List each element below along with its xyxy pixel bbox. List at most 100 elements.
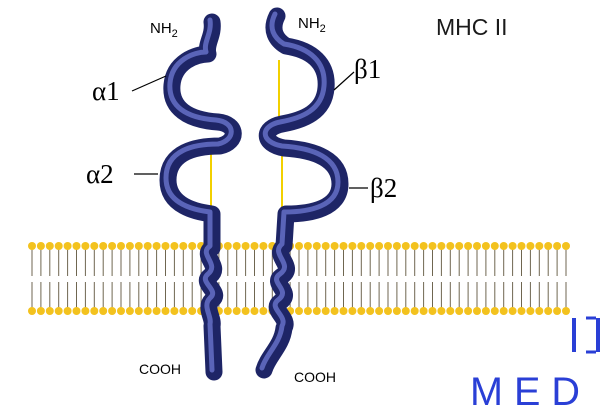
lipid-head (509, 242, 517, 250)
lipid-head (393, 307, 401, 315)
lipid-head (73, 242, 81, 250)
lipid-head (188, 307, 196, 315)
lipid-head (420, 242, 428, 250)
lipid-head (473, 242, 481, 250)
lipid-head (144, 307, 152, 315)
lipid-head (90, 242, 98, 250)
lipid-head (162, 242, 170, 250)
lipid-head (384, 307, 392, 315)
alpha-c-terminus-label: COOH (139, 361, 181, 377)
lipid-head (135, 307, 143, 315)
lipid-head (491, 307, 499, 315)
corner-logo: M E D (470, 318, 600, 411)
lipid-head (455, 307, 463, 315)
lipid-head (348, 242, 356, 250)
lipid-head (135, 242, 143, 250)
lipid-head (429, 242, 437, 250)
lipid-head (366, 242, 374, 250)
lipid-head (340, 307, 348, 315)
lipid-head (37, 242, 45, 250)
alpha1-label: α1 (92, 76, 120, 106)
lipid-head (295, 307, 303, 315)
alpha1-leader-line (132, 76, 166, 91)
lipid-head (322, 307, 330, 315)
lipid-head (411, 242, 419, 250)
lipid-head (446, 242, 454, 250)
lipid-head (322, 242, 330, 250)
lipid-head (73, 307, 81, 315)
lipid-head (251, 307, 259, 315)
lipid-head (535, 307, 543, 315)
diagram-title: MHC II (436, 14, 508, 40)
lipid-head (28, 307, 36, 315)
lipid-head (233, 242, 241, 250)
lipid-head (366, 307, 374, 315)
lipid-head (55, 242, 63, 250)
lipid-head (553, 242, 561, 250)
lipid-head (348, 307, 356, 315)
lipid-head (500, 242, 508, 250)
lipid-head (179, 307, 187, 315)
lipid-head (331, 242, 339, 250)
lipid-head (411, 307, 419, 315)
lipid-head (562, 242, 570, 250)
lipid-head (375, 307, 383, 315)
lipid-head (544, 307, 552, 315)
lipid-head (500, 307, 508, 315)
lipid-tails (32, 249, 566, 308)
lipid-head (108, 307, 116, 315)
lipid-head (251, 242, 259, 250)
lipid-head (108, 242, 116, 250)
lipid-head (313, 307, 321, 315)
lipid-head (402, 242, 410, 250)
lipid-head (179, 242, 187, 250)
alpha-n-terminus-label: NH2 (150, 20, 178, 40)
lipid-head (437, 242, 445, 250)
beta2-label: β2 (370, 173, 397, 203)
beta-chain-body (264, 16, 340, 370)
corner-logo-text: M E D (470, 370, 580, 411)
lipid-head (304, 307, 312, 315)
beta1-label: β1 (354, 54, 381, 84)
lipid-head (357, 242, 365, 250)
lipid-head (384, 242, 392, 250)
lipid-head (233, 307, 241, 315)
lipid-head (526, 307, 534, 315)
lipid-head (170, 307, 178, 315)
lipid-head (393, 242, 401, 250)
lipid-head (188, 242, 196, 250)
lipid-head (46, 307, 54, 315)
lipid-head (357, 307, 365, 315)
lipid-head (46, 242, 54, 250)
beta-n-terminus-label: NH2 (298, 15, 326, 35)
lipid-head (144, 242, 152, 250)
lipid-head (509, 307, 517, 315)
lipid-head (518, 242, 526, 250)
lipid-head (304, 242, 312, 250)
lipid-head (242, 307, 250, 315)
lipid-head (446, 307, 454, 315)
lipid-head (491, 242, 499, 250)
lipid-head (482, 307, 490, 315)
alpha-chain (166, 20, 233, 372)
lipid-head (224, 242, 232, 250)
lipid-head (126, 307, 134, 315)
beta-chain (262, 14, 340, 370)
alpha2-label: α2 (86, 159, 114, 189)
lipid-head (126, 242, 134, 250)
lipid-head (562, 307, 570, 315)
lipid-head (464, 307, 472, 315)
lipid-head (473, 307, 481, 315)
lipid-head (153, 242, 161, 250)
lipid-head (99, 307, 107, 315)
lipid-head (259, 242, 267, 250)
lipid-head (162, 307, 170, 315)
lipid-head (224, 307, 232, 315)
lipid-head (90, 307, 98, 315)
lipid-head (28, 242, 36, 250)
lipid-head (429, 307, 437, 315)
lipid-head (340, 242, 348, 250)
lipid-head (117, 307, 125, 315)
